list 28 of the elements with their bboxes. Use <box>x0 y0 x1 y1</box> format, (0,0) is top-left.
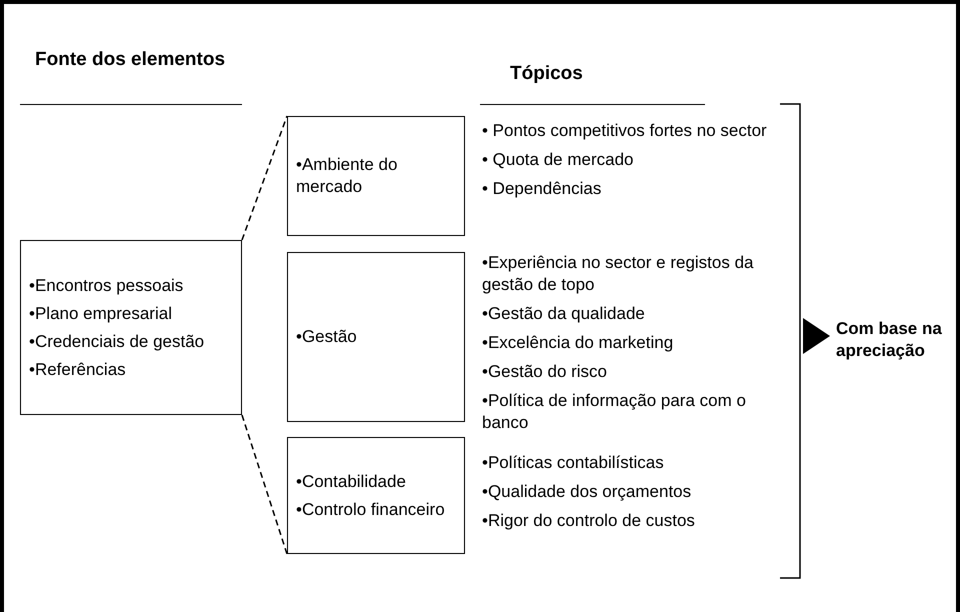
bullet-item: •Rigor do controlo de custos <box>482 510 696 532</box>
list-item: •Controlo financeiro <box>296 498 446 520</box>
list-item: •Encontros pessoais <box>29 274 184 296</box>
bullet-item: •Gestão do risco <box>482 361 608 383</box>
text-box <box>287 437 465 554</box>
bullet-item: •Qualidade dos orçamentos <box>482 481 692 503</box>
column-heading: Tópicos <box>480 62 705 105</box>
list-item: •Ambiente do mercado <box>296 154 398 198</box>
bullet-item: •Política de informação para com o banco <box>482 390 747 434</box>
column-heading: Fonte dos elementos <box>20 48 242 105</box>
list-item: •Credenciais de gestão <box>29 330 206 352</box>
dashed-line <box>241 414 288 554</box>
text-box <box>287 116 465 236</box>
dashed-line <box>241 116 288 240</box>
conclusion-text: Com base na apreciação <box>836 318 943 362</box>
list-item: •Contabilidade <box>296 470 407 492</box>
bullet-item: •Experiência no sector e registos da gestão de topo <box>482 252 754 296</box>
bullet-item: • Dependências <box>482 178 602 200</box>
bullet-item: • Pontos competitivos fortes no sector <box>482 120 768 142</box>
list-item: •Plano empresarial <box>29 302 173 324</box>
list-item: •Referências <box>29 358 127 380</box>
bullet-item: • Quota de mercado <box>482 149 634 171</box>
bullet-item: •Gestão da qualidade <box>482 303 646 325</box>
text-box <box>20 240 242 415</box>
text-box <box>287 252 465 422</box>
bullet-item: •Excelência do marketing <box>482 332 674 354</box>
list-item: •Gestão <box>296 326 358 348</box>
bullet-item: •Políticas contabilísticas <box>482 452 665 474</box>
